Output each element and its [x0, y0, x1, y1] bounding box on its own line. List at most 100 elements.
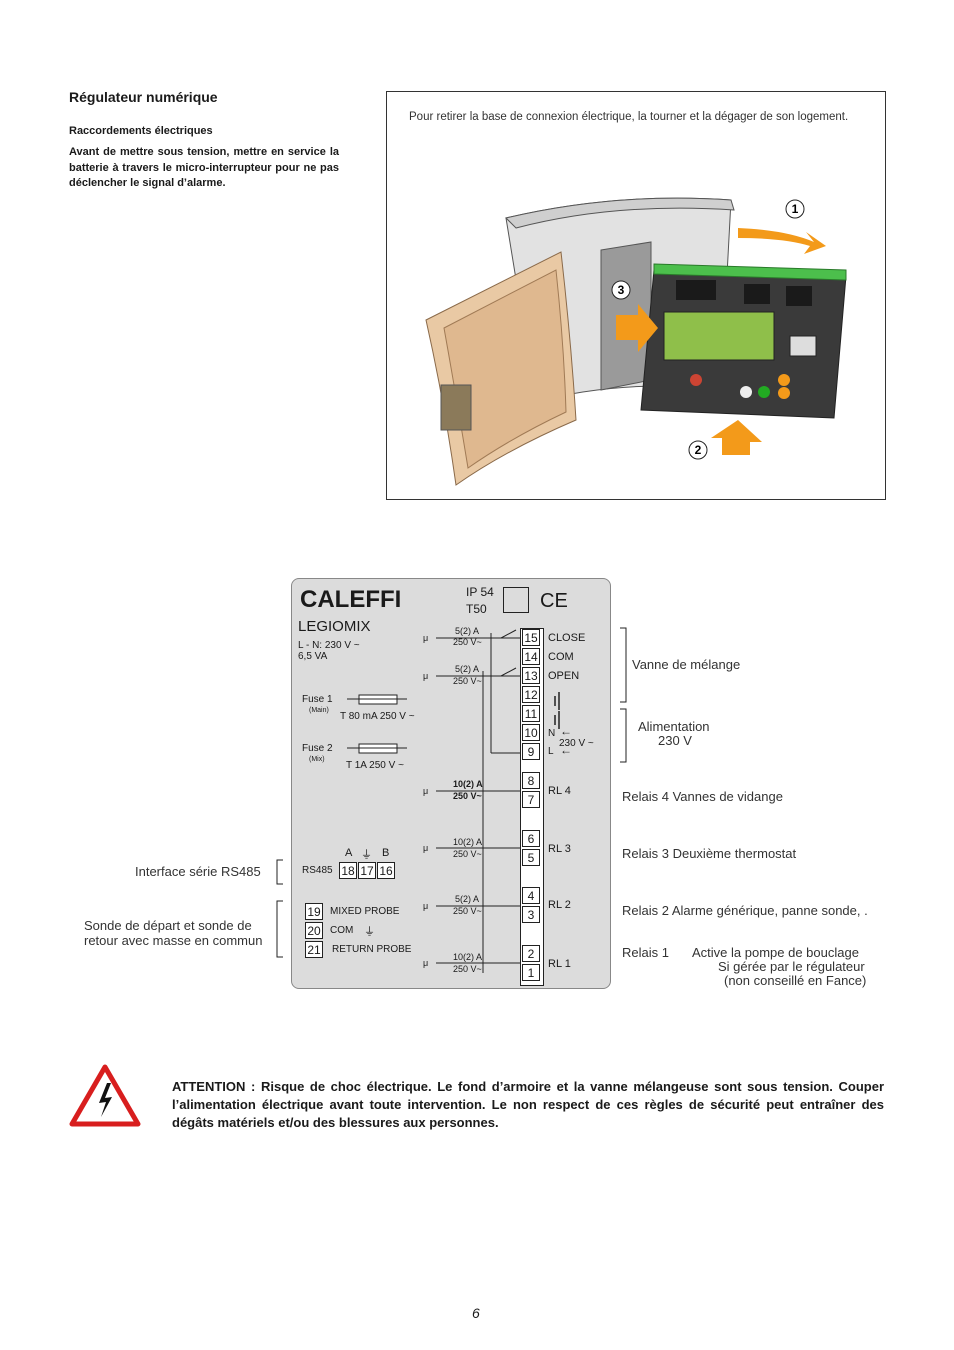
label-probe-1: Sonde de départ et sonde de [84, 918, 252, 933]
arrow-in-icon: ← [560, 724, 572, 738]
callout-1: 1 [792, 202, 799, 216]
terminal-7: 7 [522, 791, 540, 808]
high-voltage-warning-icon [69, 1064, 141, 1127]
mu-symbol-2: μ [423, 671, 429, 681]
terminal-label-n: N [548, 728, 556, 739]
fuse2-label: Fuse 2 [302, 743, 333, 754]
fuse1-sub: (Main) [309, 707, 329, 714]
left-brackets [276, 859, 283, 958]
warning-prefix: ATTENTION : [172, 1079, 256, 1094]
fuse1-label: Fuse 1 [302, 694, 333, 705]
label-rl1: Relais 1 [622, 945, 669, 960]
warning-text: ATTENTION : Risque de choc électrique. L… [172, 1078, 884, 1132]
terminal-12: 12 [522, 686, 540, 703]
relay-label-rl4: RL 4 [548, 785, 571, 797]
terminal-8: 8 [522, 772, 540, 789]
page-number: 6 [472, 1305, 480, 1321]
terminal-10: 10 [522, 724, 540, 741]
terminal-13: 13 [522, 667, 540, 684]
terminal-14: 14 [522, 648, 540, 665]
terminal-21: 21 [305, 941, 323, 958]
controller-illustration: 1 3 2 [425, 197, 847, 486]
terminal-19: 19 [305, 903, 323, 920]
warning-body: Risque de choc électrique. Le fond d’arm… [172, 1079, 885, 1130]
mu-symbol-5: μ [423, 901, 429, 911]
rating-4-a: 10(2) A [453, 837, 483, 847]
rating-1-v: 250 V~ [453, 637, 482, 647]
terminal-16: 16 [377, 862, 395, 879]
label-rl1-desc-1: Active la pompe de bouclage [692, 945, 859, 960]
panel-temp: T50 [466, 602, 487, 616]
label-probe-2: retour avec masse en commun [84, 933, 263, 948]
rating-3-v: 250 V~ [453, 791, 482, 801]
label-rl2: Relais 2 Alarme générique, panne sonde, … [622, 903, 868, 918]
rating-5-v: 250 V~ [453, 906, 482, 916]
mu-symbol-3: μ [423, 786, 429, 796]
ground-icon-2: ⏚ [364, 926, 375, 938]
terminal-label-close: CLOSE [548, 632, 586, 644]
label-rs485: Interface série RS485 [135, 864, 261, 879]
terminal-17: 17 [358, 862, 376, 879]
panel-power: 6,5 VA [298, 651, 328, 662]
terminal-18: 18 [339, 862, 357, 879]
mu-symbol-4: μ [423, 843, 429, 853]
intro-text: Avant de mettre sous tension, mettre en … [69, 146, 339, 189]
terminal-11: 11 [522, 705, 540, 722]
terminal-label-l: L [548, 746, 554, 757]
terminal-label-com: COM [548, 651, 574, 663]
terminal-1: 1 [522, 964, 540, 981]
terminal-15: 15 [522, 629, 540, 646]
rating-6-a: 10(2) A [453, 952, 483, 962]
rating-5-a: 5(2) A [455, 894, 480, 904]
panel-model: LEGIOMIX [298, 618, 371, 635]
probe-label-com: COM [330, 925, 354, 936]
relay-label-rl3: RL 3 [548, 843, 571, 855]
mu-symbol-1: μ [423, 633, 429, 643]
ce-mark-icon: CE [540, 590, 568, 612]
terminal-6: 6 [522, 830, 540, 847]
figure-caption: Pour retirer la base de connexion électr… [409, 111, 849, 123]
terminal-5: 5 [522, 849, 540, 866]
mu-symbol-6: μ [423, 958, 429, 968]
terminal-3: 3 [522, 906, 540, 923]
terminal-label-230v: 230 V ~ [559, 738, 594, 749]
label-rl4: Relais 4 Vannes de vidange [622, 789, 783, 804]
subsection-title: Raccordements électriques [69, 125, 213, 137]
probe-label-return: RETURN PROBE [332, 944, 412, 955]
fuse2-rating: T 1A 250 V ~ [346, 760, 404, 771]
terminal-label-open: OPEN [548, 670, 580, 682]
label-rl1-desc-2: Si gérée par le régulateur [718, 959, 865, 974]
terminal-9: 9 [522, 743, 540, 760]
section-title: Régulateur numérique [69, 89, 218, 105]
panel-supply: L - N: 230 V ~ [298, 640, 360, 651]
arrow-in-icon-2: ← [560, 743, 572, 757]
figure-box [386, 91, 886, 500]
terminal-20: 20 [305, 922, 323, 939]
fuse2-sub: (Mix) [309, 756, 325, 763]
wiring-diagram [347, 629, 560, 973]
label-rl3: Relais 3 Deuxième thermostat [622, 846, 797, 861]
double-insulation-icon [503, 587, 529, 613]
rating-4-v: 250 V~ [453, 849, 482, 859]
rs485-b-label: B [382, 847, 390, 859]
rating-2-a: 5(2) A [455, 664, 480, 674]
terminal-2: 2 [522, 945, 540, 962]
callout-3: 3 [618, 283, 625, 297]
panel-brand: CALEFFI [300, 586, 402, 613]
right-brackets [620, 627, 627, 763]
rating-2-v: 250 V~ [453, 676, 482, 686]
rating-6-v: 250 V~ [453, 964, 482, 974]
rs485-a-label: A [345, 847, 353, 859]
ground-icon: ⏚ [361, 849, 372, 861]
callout-2: 2 [695, 443, 702, 457]
rating-3-a: 10(2) A [453, 779, 483, 789]
relay-label-rl2: RL 2 [548, 899, 571, 911]
rating-1-a: 5(2) A [455, 626, 480, 636]
rs485-label: RS485 [302, 865, 333, 876]
label-rl1-desc-3: (non conseillé en Fance) [724, 973, 867, 988]
terminal-4: 4 [522, 887, 540, 904]
label-alim-2: 230 V [658, 733, 692, 748]
label-alim-1: Alimentation [638, 719, 710, 734]
label-vanne: Vanne de mélange [632, 657, 741, 672]
wiring-panel [291, 578, 611, 989]
